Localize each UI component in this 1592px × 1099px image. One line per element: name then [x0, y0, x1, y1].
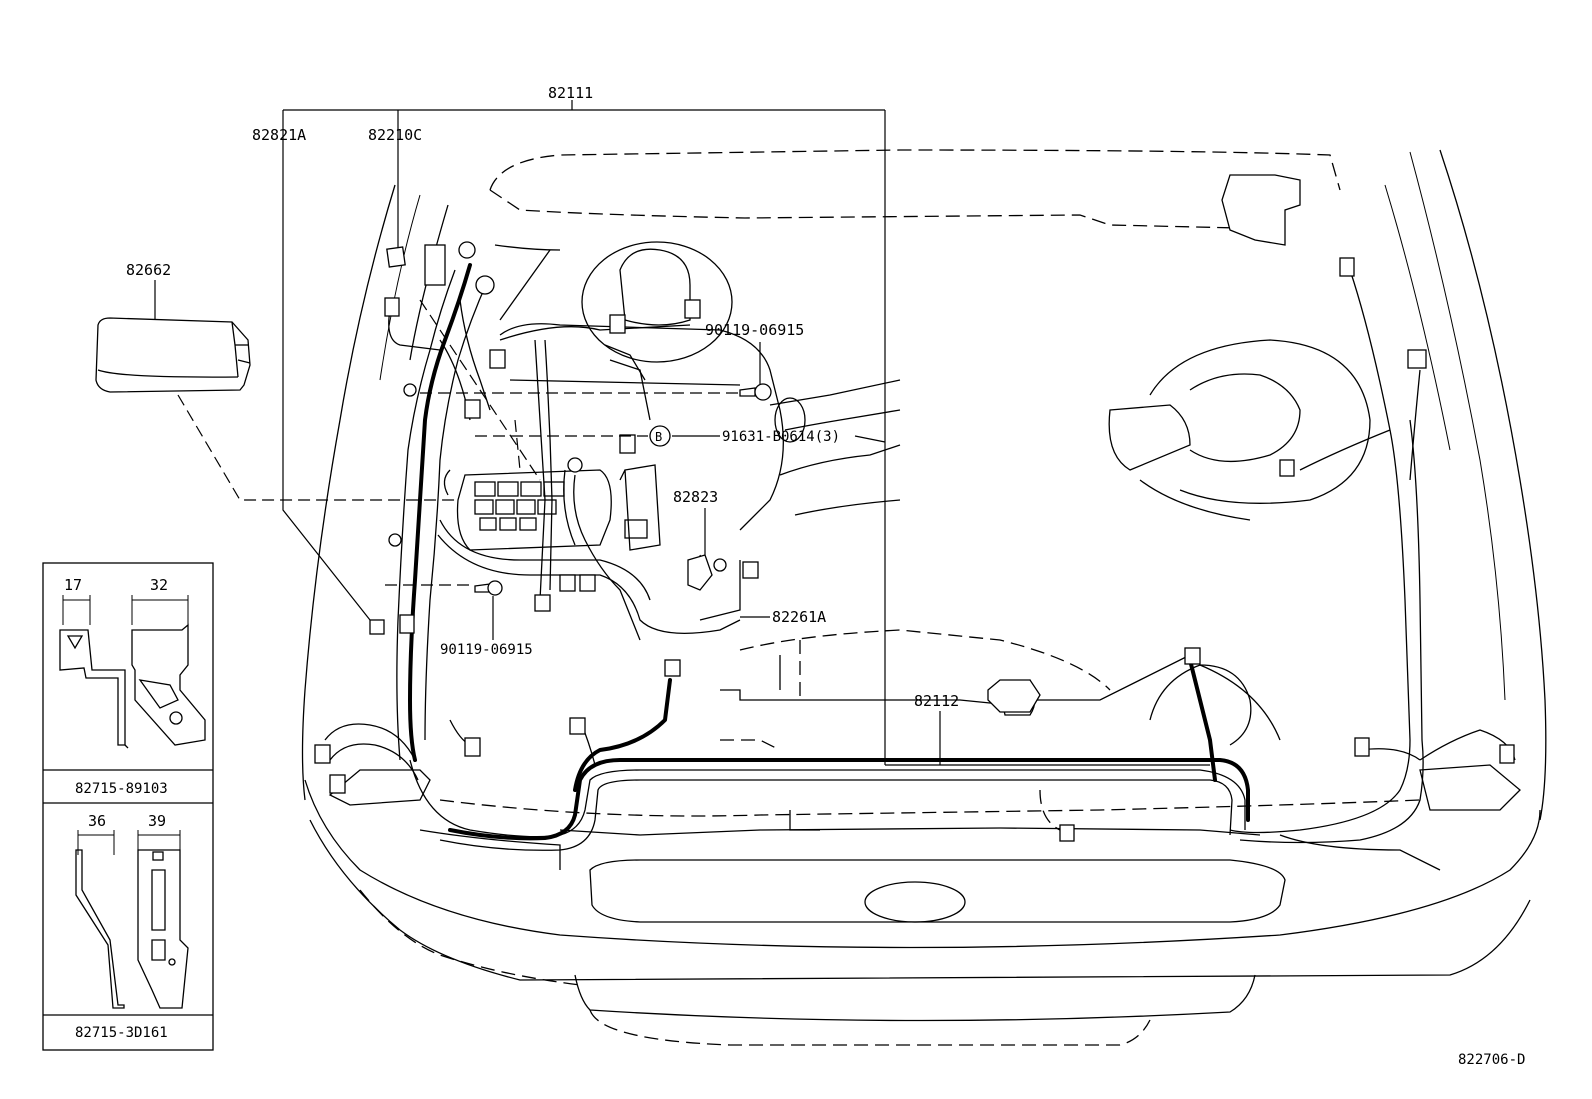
label-82111: 82111 [548, 84, 593, 102]
cover-82662 [95, 317, 251, 393]
leader-lines [154, 100, 1210, 766]
b-marker-circle [649, 425, 671, 447]
bracket-82715-3d161 [75, 830, 189, 1009]
label-82261a: 82261A [772, 608, 826, 626]
label-91631: 91631-B0614(3) [722, 429, 840, 445]
relay-82823 [619, 464, 661, 551]
bracket-82715-89103 [59, 595, 206, 749]
bracket-inset-panel: 17 32 82715-89103 36 39 82715-3D161 [42, 562, 214, 1051]
diagram-id: 822706-D [1458, 1052, 1525, 1068]
label-82112: 82112 [914, 692, 959, 710]
part-labels: 82111 82821A 82210C 82662 90119-06915 B … [126, 84, 1525, 1068]
label-b-marker: B [655, 430, 662, 444]
vehicle-body-outline [301, 149, 1547, 1046]
bolt-lower [474, 580, 503, 596]
inset-bottom-part-no: 82715-3D161 [75, 1025, 168, 1041]
bolt-upper [739, 383, 772, 401]
label-82662: 82662 [126, 261, 171, 279]
label-82210c: 82210C [368, 126, 422, 144]
inset-top-part-no: 82715-89103 [75, 781, 168, 797]
label-82823: 82823 [673, 488, 718, 506]
inset-top-dim-right: 32 [150, 576, 168, 594]
wire-harness-82111 [324, 244, 1516, 851]
label-bolt-lower: 90119-06915 [440, 642, 533, 658]
inset-bottom-dim-right: 39 [148, 812, 166, 830]
inset-top-dim-left: 17 [64, 576, 82, 594]
inset-bottom-dim-left: 36 [88, 812, 106, 830]
relay-block-82821a [443, 469, 612, 551]
connectors [314, 174, 1515, 842]
label-82821a: 82821A [252, 126, 306, 144]
label-bolt-upper: 90119-06915 [705, 321, 804, 339]
